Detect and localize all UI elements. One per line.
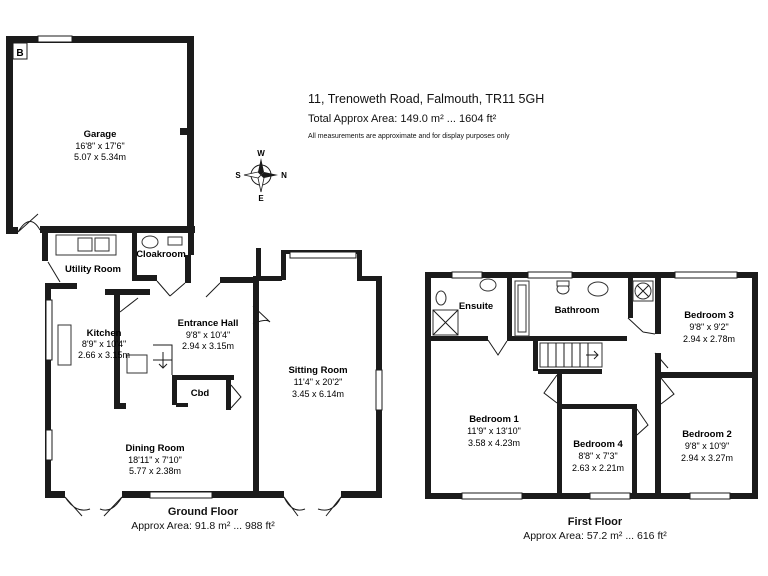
- compass-n: N: [281, 171, 287, 180]
- first-floor-title: First Floor: [567, 516, 623, 528]
- hall-imperial: 9'8" x 10'4": [186, 330, 230, 340]
- boiler-marker-box: [12, 42, 28, 60]
- compass-s: S: [235, 171, 241, 180]
- ground-floor-plan: B: [6, 35, 383, 517]
- dining-imperial: 18'11" x 7'10": [128, 455, 182, 465]
- compass-w: W: [257, 149, 265, 158]
- bed3-metric: 2.94 x 2.78m: [683, 334, 735, 344]
- dining-metric: 5.77 x 2.38m: [129, 466, 181, 476]
- kitchen-name: Kitchen: [87, 328, 122, 339]
- disclaimer: All measurements are approximate and for…: [308, 133, 510, 140]
- bathroom-name: Bathroom: [555, 305, 600, 316]
- cbd-name: Cbd: [191, 388, 210, 399]
- bed2-imperial: 9'8" x 10'9": [685, 441, 729, 451]
- utility-name: Utility Room: [65, 264, 121, 275]
- kitchen-imperial: 8'9" x 10'4": [82, 339, 126, 349]
- garage-imperial: 16'8" x 17'6": [75, 141, 124, 151]
- bed3-imperial: 9'8" x 9'2": [689, 322, 728, 332]
- ground-floor-caption: Ground Floor Approx Area: 91.8 m² ... 98…: [108, 506, 298, 532]
- bed1-name: Bedroom 1: [469, 414, 519, 425]
- garage-metric: 5.07 x 5.34m: [74, 152, 126, 162]
- first-floor-walls: [425, 271, 758, 500]
- ground-room-labels: Garage 16'8" x 17'6" 5.07 x 5.34m Utilit…: [65, 129, 348, 476]
- property-address: 11, Trenoweth Road, Falmouth, TR11 5GH: [308, 92, 545, 106]
- bed3-name: Bedroom 3: [684, 310, 734, 321]
- cloakroom-name: Cloakroom: [136, 249, 186, 260]
- ensuite-name: Ensuite: [459, 301, 493, 312]
- first-floor-caption: First Floor Approx Area: 57.2 m² ... 616…: [500, 516, 690, 542]
- bed4-metric: 2.63 x 2.21m: [572, 463, 624, 473]
- bed2-name: Bedroom 2: [682, 429, 732, 440]
- bed4-name: Bedroom 4: [573, 439, 623, 450]
- bed2-metric: 2.94 x 3.27m: [681, 453, 733, 463]
- sitting-metric: 3.45 x 6.14m: [292, 389, 344, 399]
- ground-floor-title: Ground Floor: [167, 506, 239, 518]
- kitchen-metric: 2.66 x 3.15m: [78, 350, 130, 360]
- total-area: Total Approx Area: 149.0 m² ... 1604 ft²: [308, 113, 497, 125]
- dining-name: Dining Room: [125, 443, 184, 454]
- boiler-marker: B: [16, 48, 23, 59]
- garage-name: Garage: [84, 129, 117, 140]
- sitting-imperial: 11'4" x 20'2": [294, 377, 343, 387]
- ground-floor-area: Approx Area: 91.8 m² ... 988 ft²: [131, 520, 275, 532]
- hall-name: Entrance Hall: [178, 318, 239, 329]
- compass-e: E: [258, 194, 264, 203]
- sitting-name: Sitting Room: [288, 365, 347, 376]
- first-floor-plan: Ensuite Bathroom Bedroom 3 9'8" x 9'2" 2…: [425, 271, 758, 500]
- ground-main-walls: [45, 248, 383, 517]
- utility-cloak-walls: [42, 233, 194, 283]
- hall-metric: 2.94 x 3.15m: [182, 341, 234, 351]
- bed4-imperial: 8'8" x 7'3": [578, 451, 617, 461]
- first-floor-area: Approx Area: 57.2 m² ... 616 ft²: [523, 530, 667, 542]
- bed1-metric: 3.58 x 4.23m: [468, 438, 520, 448]
- garage-walls: [6, 35, 195, 234]
- bed1-imperial: 11'9" x 13'10": [467, 426, 521, 436]
- first-room-labels: Ensuite Bathroom Bedroom 3 9'8" x 9'2" 2…: [459, 301, 735, 473]
- compass-rose: W E S N: [235, 149, 287, 203]
